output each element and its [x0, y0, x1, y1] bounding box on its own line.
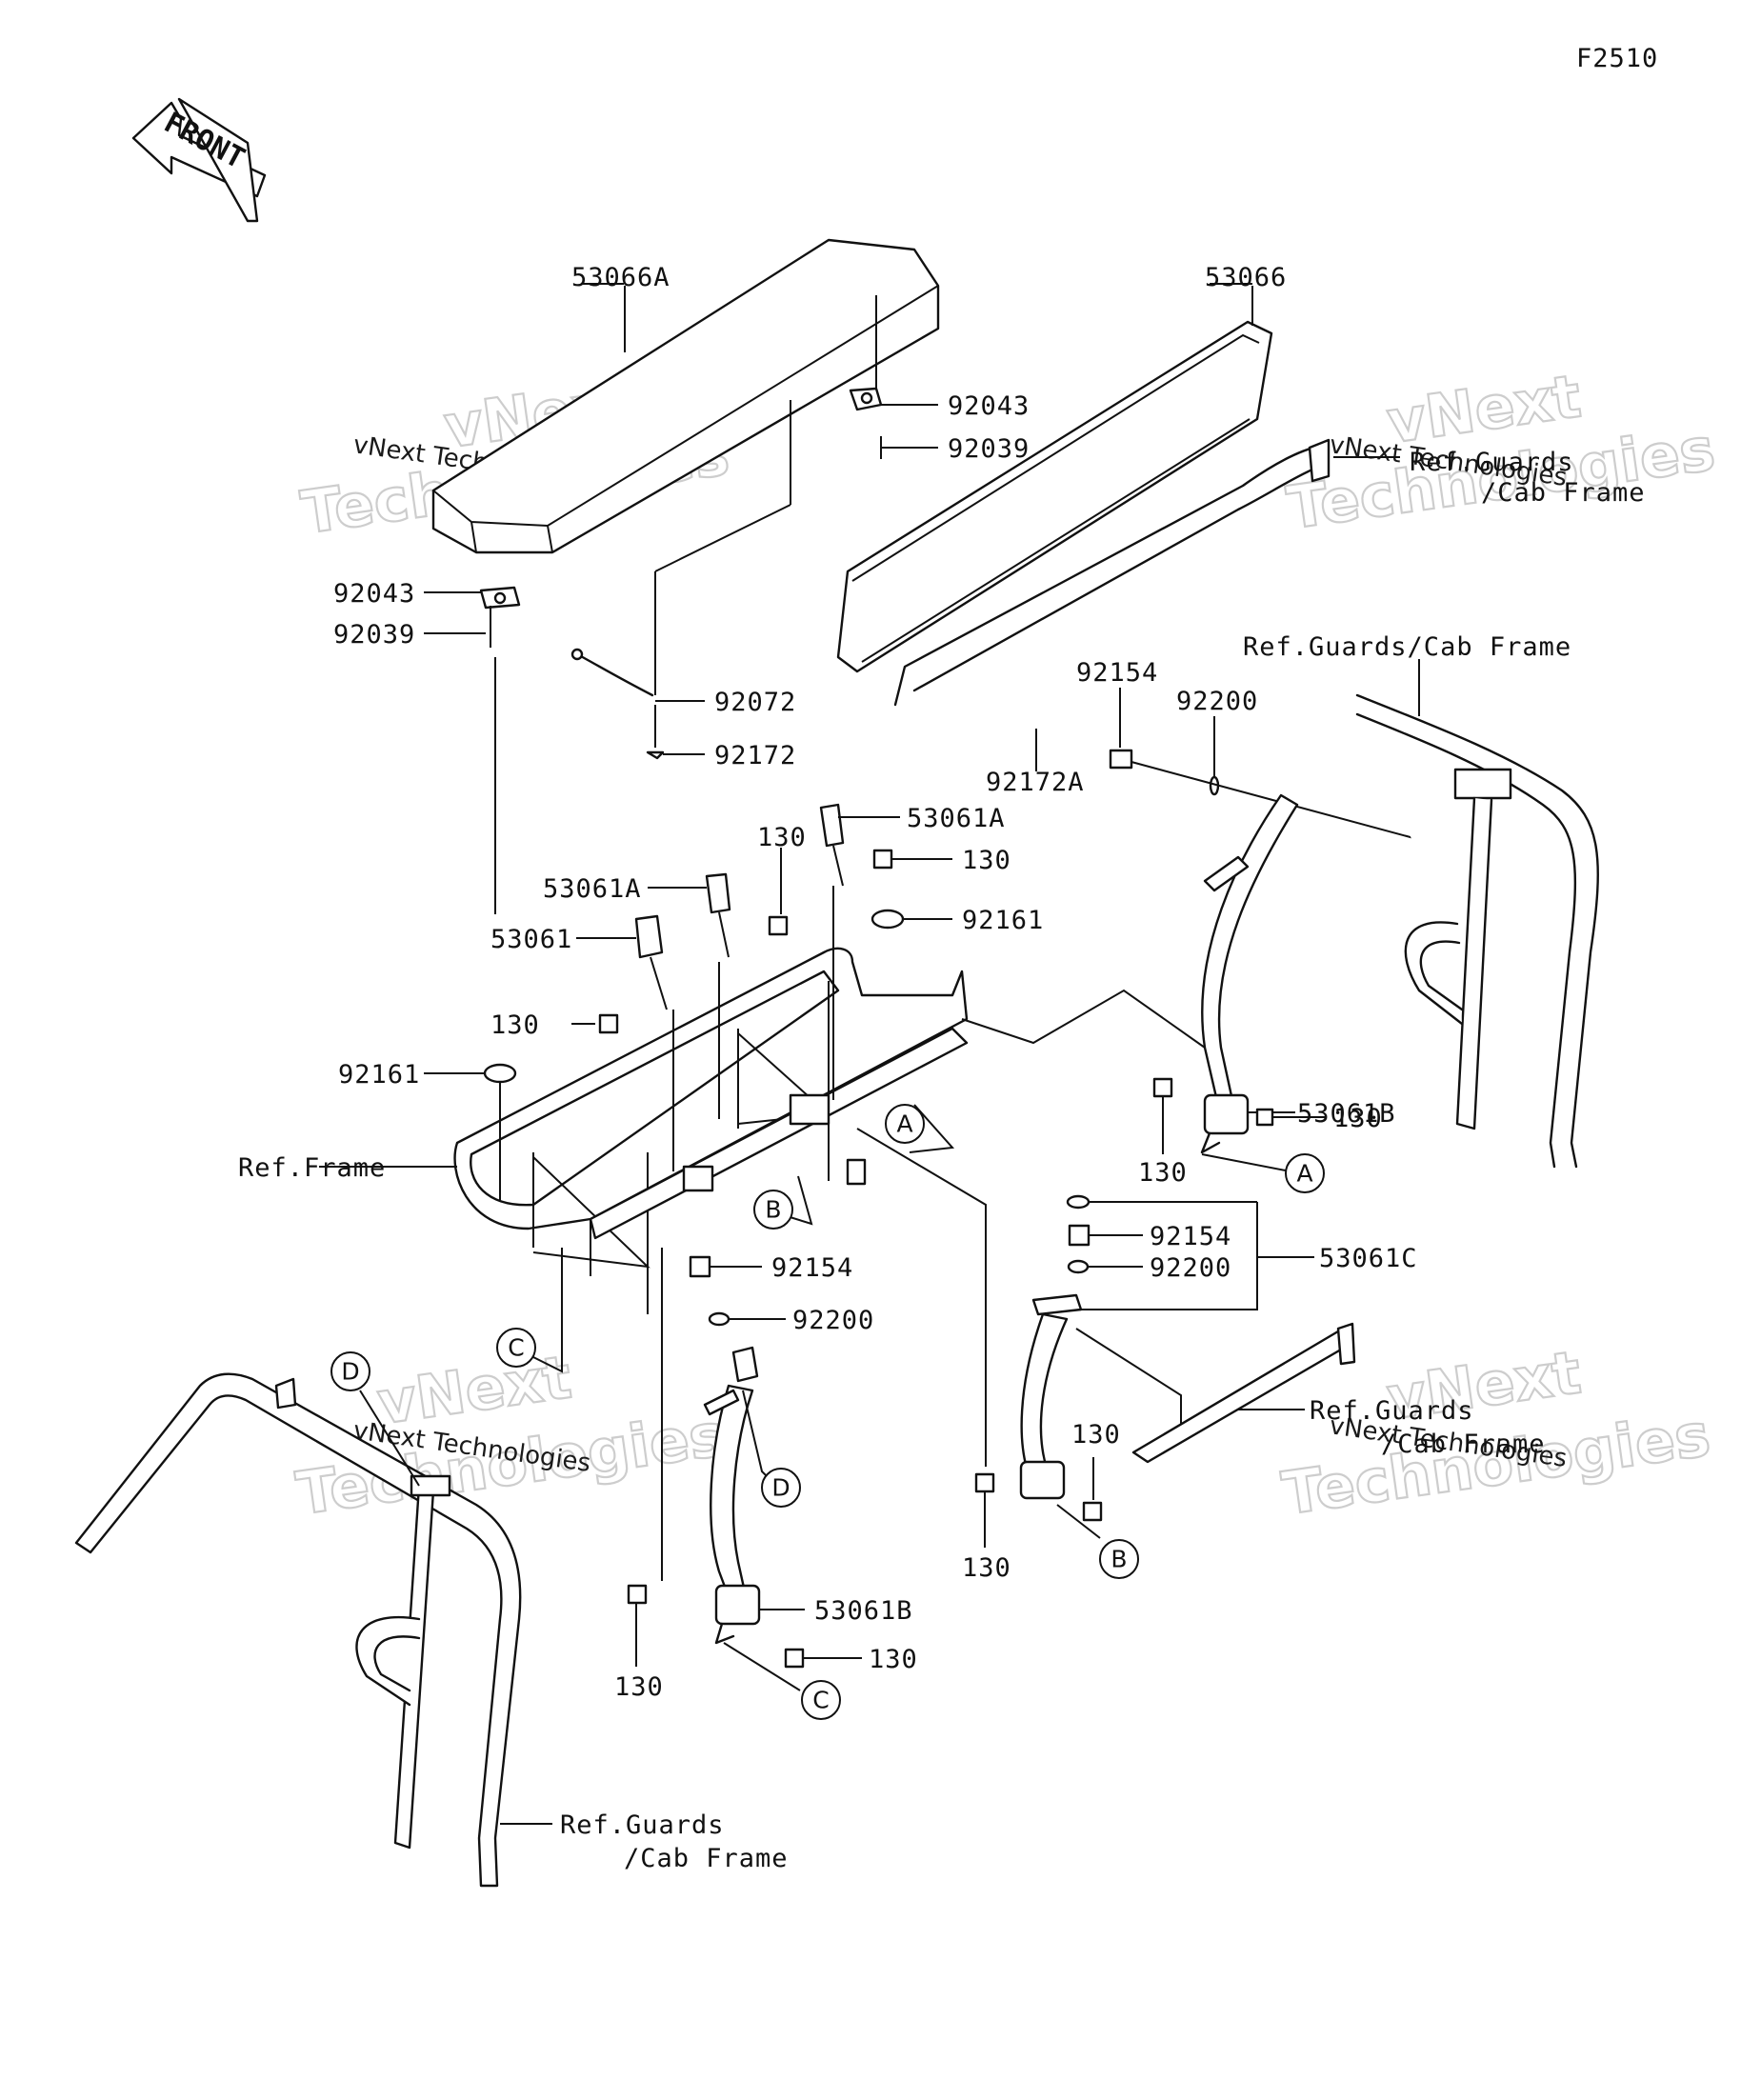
- marker-A-2: [1285, 1153, 1325, 1193]
- label-53061A-right: 53061A: [907, 804, 1006, 833]
- seat-cushion-53066A: [431, 238, 940, 554]
- marker-D-1-label: D: [341, 1358, 359, 1386]
- marker-B-1: [753, 1190, 793, 1230]
- label-130-g: 130: [1071, 1420, 1121, 1450]
- label-92072: 92072: [714, 688, 796, 717]
- label-130-h: 130: [614, 1672, 664, 1702]
- front-arrow-icon: FRONT: [131, 97, 267, 223]
- marker-D-1: [330, 1351, 370, 1391]
- label-53061B-right: 53061B: [1297, 1099, 1396, 1129]
- marker-D-2-label: D: [771, 1474, 790, 1502]
- cab-frame-right: [1355, 693, 1599, 1169]
- label-92154-right: 92154: [1150, 1222, 1231, 1251]
- label-ref-guards-cab-right: Ref.Guards/Cab Frame: [1243, 632, 1571, 662]
- label-92172A: 92172A: [986, 768, 1085, 797]
- figure-id: F2510: [1576, 44, 1658, 73]
- washer-92161-left: [483, 1063, 517, 1084]
- label-ref-frame: Ref.Frame: [238, 1153, 386, 1183]
- seat-base-frame: [453, 947, 969, 1314]
- marker-A-2-label: A: [1296, 1160, 1312, 1188]
- label-92154-mid: 92154: [771, 1253, 853, 1283]
- label-92043-top: 92043: [948, 391, 1030, 421]
- label-53061C: 53061C: [1319, 1244, 1418, 1273]
- buckle-53061A-mid: [705, 872, 731, 958]
- label-92043-left: 92043: [333, 579, 415, 609]
- label-92200-top: 92200: [1176, 687, 1258, 716]
- washer-92161-right: [870, 909, 905, 930]
- label-53066: 53066: [1205, 263, 1287, 292]
- bracket-92043-left: [479, 586, 521, 648]
- marker-B-1-label: B: [765, 1196, 781, 1224]
- label-53061A-mid: 53061A: [543, 874, 642, 904]
- label-92039-top: 92039: [948, 434, 1030, 464]
- cab-frame-bottom-left: [74, 1372, 522, 1888]
- label-130-e: 130: [1333, 1104, 1383, 1133]
- label-ref-guards-top-right: Ref.Guards: [1410, 448, 1574, 477]
- marker-A-1: [885, 1104, 925, 1144]
- label-ref-guards-bottom: Ref.Guards: [560, 1810, 725, 1840]
- label-92172: 92172: [714, 741, 796, 770]
- marker-D-2: [761, 1468, 801, 1508]
- label-130-a: 130: [962, 846, 1011, 875]
- marker-C-1: [496, 1328, 536, 1368]
- label-53066A: 53066A: [571, 263, 670, 292]
- label-130-f: 130: [962, 1553, 1011, 1583]
- label-130-i: 130: [869, 1645, 918, 1674]
- label-130-b: 130: [757, 823, 807, 852]
- label-92154-top: 92154: [1076, 658, 1158, 688]
- label-92161-left: 92161: [338, 1060, 420, 1090]
- marker-B-2: [1099, 1539, 1139, 1579]
- label-ref-cab-top-right: /Cab Frame: [1481, 478, 1646, 508]
- label-ref-cab-mid-right: /Cab Frame: [1381, 1430, 1546, 1459]
- marker-C-1-label: C: [508, 1334, 524, 1362]
- label-53061B-low: 53061B: [814, 1596, 913, 1626]
- seat-belt-right-lower: [1019, 1293, 1083, 1500]
- marker-C-2-label: C: [812, 1687, 829, 1714]
- cab-bar-lower-right: [1131, 1322, 1356, 1464]
- backrest-53066: [836, 320, 1331, 707]
- marker-A-1-label: A: [896, 1110, 912, 1138]
- marker-B-2-label: B: [1111, 1546, 1127, 1573]
- seat-belt-lower-left: [703, 1346, 761, 1645]
- label-53061: 53061: [490, 925, 572, 954]
- marker-C-2: [801, 1680, 841, 1720]
- label-92039-left: 92039: [333, 620, 415, 650]
- seat-belt-right-upper: [1200, 793, 1299, 1154]
- label-130-d: 130: [1138, 1158, 1188, 1188]
- label-92200-mid: 92200: [792, 1306, 874, 1335]
- label-130-c: 130: [490, 1010, 540, 1040]
- label-92200-right: 92200: [1150, 1253, 1231, 1283]
- buckle-53061A-right: [819, 803, 845, 887]
- buckle-53061-left: [634, 914, 668, 1010]
- label-ref-guards-mid-right: Ref.Guards: [1310, 1396, 1474, 1426]
- label-ref-cab-bottom: /Cab Frame: [624, 1844, 789, 1873]
- bracket-92043-top: [849, 387, 883, 411]
- label-92161-right: 92161: [962, 906, 1044, 935]
